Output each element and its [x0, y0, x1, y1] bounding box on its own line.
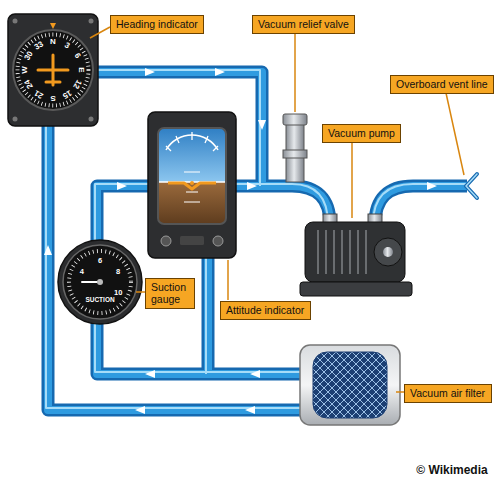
compass-dial — [13, 30, 93, 110]
vacuum-pipe — [202, 258, 215, 374]
bezel-screw — [89, 117, 94, 122]
adjust-knob — [213, 236, 223, 246]
aircraft-symbol — [38, 55, 68, 85]
pump-drive — [374, 238, 402, 266]
callout-box: Suction gauge — [145, 278, 195, 309]
flow-arrow — [117, 182, 127, 190]
aircraft-dot — [190, 181, 194, 185]
credit-text: © Wikimedia — [416, 464, 487, 476]
callout-text: Vacuum air filter — [410, 387, 486, 399]
leader-line — [294, 33, 296, 112]
callout-box: Attitude indicator — [220, 301, 311, 320]
gauge-face — [63, 245, 137, 319]
callout-box: Heading indicator — [110, 15, 204, 34]
vacuum-pipe — [97, 323, 302, 374]
instrument-bezel — [148, 112, 236, 258]
bank-ticks — [166, 132, 218, 151]
gauge-ticks — [69, 251, 131, 313]
compass-mark: E — [77, 67, 85, 72]
pipe-highlight — [46, 126, 302, 408]
flow-arrow — [245, 406, 255, 414]
pump-body — [305, 222, 405, 282]
flow-arrow — [258, 120, 266, 130]
callout-text: Heading indicator — [116, 18, 198, 30]
ground-half — [158, 182, 226, 224]
dial-frame — [158, 128, 226, 224]
leader-line — [136, 291, 145, 293]
gauge-number: 6 — [98, 257, 102, 265]
lubber-line — [50, 23, 56, 29]
vent-mouth — [466, 174, 477, 198]
gauge-bezel — [58, 240, 142, 324]
pipe-shade — [204, 258, 212, 374]
callout-box: Vacuum pump — [322, 124, 401, 143]
pump-base — [300, 282, 412, 296]
bezel-screw — [89, 19, 94, 24]
flow-arrow — [145, 370, 155, 378]
leader-line — [396, 391, 404, 393]
leader-line — [446, 93, 464, 175]
compass-mark: N — [50, 38, 56, 46]
flow-arrow — [145, 68, 155, 76]
pump-drive-hub — [383, 247, 393, 257]
gauge-number: 10 — [114, 289, 122, 297]
flow-arrow — [135, 406, 145, 414]
needle-hub — [97, 279, 103, 285]
gauge-number: 4 — [80, 268, 84, 276]
callout-text: Attitude indicator — [226, 304, 305, 316]
flow-arrow — [250, 370, 260, 378]
maker-plate — [180, 236, 204, 245]
gauge-number: 8 — [116, 268, 120, 276]
callout-box: Overboard vent line — [390, 75, 494, 94]
compass-mark: S — [50, 94, 55, 102]
callout-text: Overboard vent line — [396, 78, 488, 90]
flow-arrow — [44, 245, 52, 255]
pipe-highlight — [205, 258, 207, 374]
filter-housing — [300, 345, 400, 425]
callout-text: Vacuum pump — [328, 127, 395, 139]
vent-mouth — [466, 174, 477, 198]
valve-cap — [283, 114, 307, 125]
pipe-shade — [97, 323, 302, 374]
compass-mark: W — [21, 66, 29, 74]
exhaust-pipe — [375, 186, 467, 224]
leader-line — [227, 260, 229, 300]
callout-box: Vacuum air filter — [404, 384, 492, 403]
bezel-screw — [13, 117, 18, 122]
callout-text: Vacuum relief valve — [258, 18, 349, 30]
callout-box: Vacuum relief valve — [252, 15, 355, 34]
pipe-highlight — [95, 323, 302, 372]
callout-text: Suction gauge — [151, 281, 189, 305]
flow-arrow — [247, 182, 257, 190]
leader-line — [351, 142, 353, 218]
instrument-bezel — [8, 14, 98, 126]
leader-line — [90, 27, 110, 38]
flow-arrow — [427, 182, 437, 190]
adjust-knob — [161, 236, 171, 246]
gauge-title: SUCTION — [85, 297, 114, 304]
pitch-ladder — [184, 172, 200, 202]
bezel-screw — [13, 19, 18, 24]
pipe-shade — [375, 186, 467, 224]
pipe-shade — [48, 126, 302, 410]
flow-arrow — [215, 68, 225, 76]
compass-ticks — [18, 35, 89, 106]
filter-element — [313, 352, 387, 418]
pipe-highlight — [373, 184, 467, 224]
valve-collar — [283, 150, 307, 158]
pump-ribs — [318, 230, 366, 274]
sky-half — [158, 128, 226, 182]
